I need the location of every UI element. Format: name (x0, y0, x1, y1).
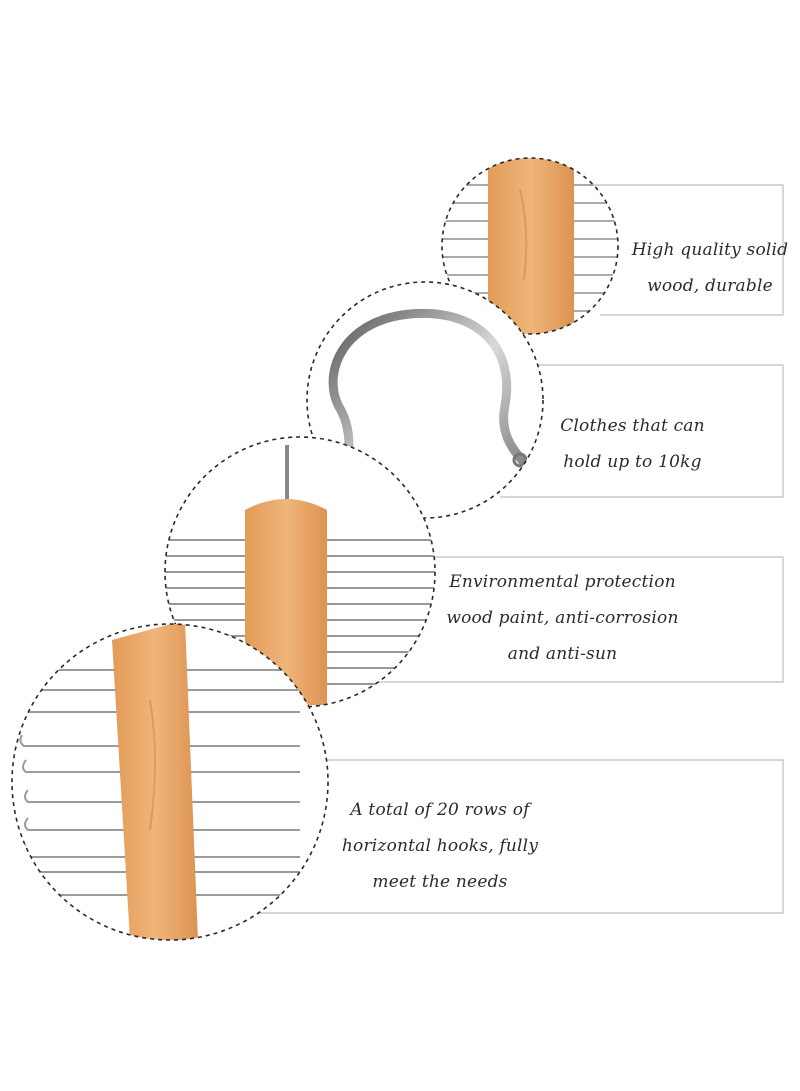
frame-wood (580, 184, 784, 316)
callout-paint: Environmental protection wood paint, ant… (445, 564, 680, 672)
callout-wood-line-2: wood, durable (647, 276, 773, 296)
frame-rows (250, 759, 784, 914)
frame-load (490, 364, 784, 498)
hook-rows-circle (12, 624, 328, 940)
callout-load: Clothes that can hold up to 10kg (545, 408, 720, 480)
hook-detail-circle-outline (306, 281, 544, 519)
callout-wood: High quality solid wood, durable (620, 232, 800, 304)
frame-paint (360, 556, 784, 683)
callout-frames (250, 184, 784, 914)
hook-rows-circle-outline (11, 623, 329, 941)
callout-paint-line-2: wood paint, anti-corrosion (446, 608, 679, 628)
callout-rows: A total of 20 rows of horizontal hooks, … (335, 792, 545, 900)
hook-detail-circle (307, 282, 543, 518)
callout-rows-line-3: meet the needs (372, 872, 508, 892)
callout-load-line-2: hold up to 10kg (563, 452, 702, 472)
callout-wood-line-1: High quality solid (631, 240, 789, 260)
wood-detail-circle (442, 158, 618, 334)
callout-rows-line-2: horizontal hooks, fully (341, 836, 539, 856)
callout-rows-line-1: A total of 20 rows of (350, 800, 530, 820)
callout-paint-line-1: Environmental protection (449, 572, 676, 592)
callout-load-line-1: Clothes that can (560, 416, 705, 436)
wood-detail-circle-outline (441, 157, 619, 335)
callout-paint-line-3: and anti-sun (507, 644, 618, 664)
